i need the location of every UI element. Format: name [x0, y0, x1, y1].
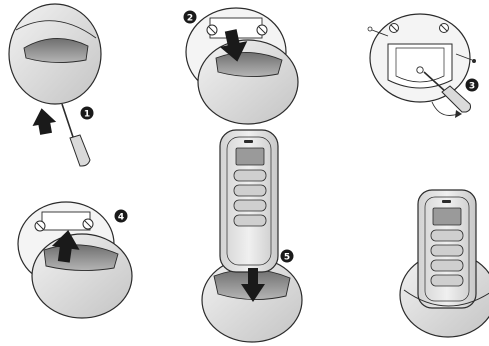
screw-icon — [390, 24, 399, 33]
led-indicator — [244, 140, 253, 143]
holder-disc — [198, 40, 298, 124]
remote-display — [433, 208, 461, 225]
step-2-panel: 2 — [184, 8, 299, 124]
step-number: 1 — [84, 109, 90, 119]
step-4-panel: 4 — [18, 202, 132, 318]
holder-back — [370, 14, 470, 102]
remote-control — [418, 190, 476, 308]
remote-display — [236, 148, 264, 165]
screw-icon — [207, 25, 217, 35]
remote-control — [220, 130, 278, 272]
step-1-panel: 1 — [9, 4, 101, 166]
step-badge: 4 — [115, 210, 128, 223]
arrow-up-icon — [30, 106, 58, 136]
step-number: 4 — [118, 212, 124, 222]
step-badge: 1 — [81, 107, 94, 120]
step-badge: 3 — [466, 79, 479, 92]
step-5-panel: 5 — [202, 130, 302, 342]
holder-disc — [32, 234, 132, 318]
led-indicator — [442, 200, 451, 203]
screw-icon — [440, 24, 449, 33]
step-badge: 5 — [281, 250, 294, 263]
screw-icon — [35, 221, 45, 231]
final-assembly-panel — [400, 190, 489, 337]
step-number: 2 — [187, 13, 193, 23]
step-number: 5 — [284, 252, 290, 262]
holder-disc — [9, 4, 101, 104]
step-badge: 2 — [184, 11, 197, 24]
step-3-panel: 3 — [368, 14, 479, 118]
screw-icon — [83, 219, 93, 229]
screw-icon — [257, 25, 267, 35]
step-number: 3 — [469, 81, 475, 91]
